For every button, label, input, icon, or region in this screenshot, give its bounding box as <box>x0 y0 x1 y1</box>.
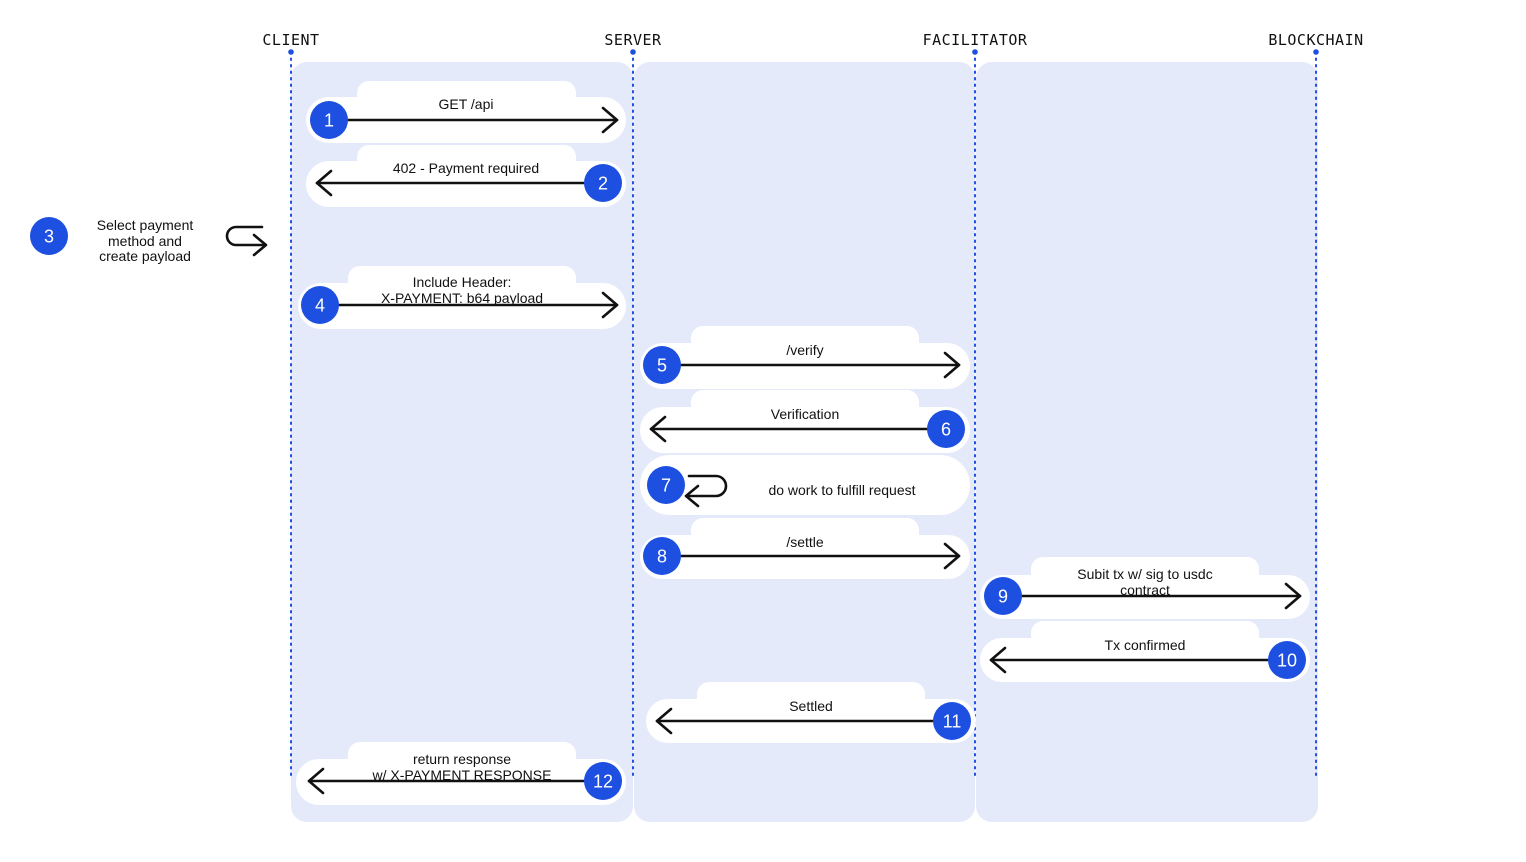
step-pill <box>23 205 281 267</box>
lane-title-server: SERVER <box>604 31 662 49</box>
step-11: 11 Settled <box>646 682 976 743</box>
step-8: 8/settle <box>640 518 970 579</box>
step-label: X-PAYMENT: b64 payload <box>381 290 543 306</box>
arrowhead <box>601 291 619 319</box>
step-number: 6 <box>941 420 951 440</box>
arrowhead <box>655 707 673 735</box>
step-badge <box>643 346 681 384</box>
step-badge <box>643 537 681 575</box>
arrowhead <box>943 351 961 379</box>
step-10: 10 Tx confirmed <box>980 621 1310 682</box>
step-badge <box>310 101 348 139</box>
step-badge <box>1268 641 1306 679</box>
step-number: 4 <box>315 296 325 316</box>
lane-background <box>291 62 633 822</box>
step-pill <box>640 455 970 515</box>
step-number: 8 <box>657 547 667 567</box>
step-number: 7 <box>661 476 671 496</box>
lane-background <box>976 62 1318 822</box>
step-label: method and <box>108 233 182 249</box>
step-label: return response <box>413 751 511 767</box>
step-5: 5/verify <box>640 326 970 389</box>
lane-title-facilitator: FACILITATOR <box>923 31 1028 49</box>
arrowhead <box>307 767 325 795</box>
lane-titles: CLIENT SERVER FACILITATOR BLOCKCHAIN <box>262 31 1363 49</box>
step-badge <box>30 217 68 255</box>
step-badge <box>647 466 685 504</box>
step-7: 7 do work to fulfill request <box>640 455 970 515</box>
arrowhead <box>601 106 619 134</box>
label-tab <box>691 518 919 556</box>
step-label: /settle <box>786 534 824 550</box>
step-badge <box>301 286 339 324</box>
step-number: 5 <box>657 356 667 376</box>
lifeline-dot <box>972 49 978 55</box>
lifeline-dot <box>288 49 294 55</box>
label-tab <box>348 266 576 304</box>
step-number: 10 <box>1277 651 1297 671</box>
step-2: 2 402 - Payment required <box>306 145 626 207</box>
step-label: /verify <box>786 342 823 358</box>
label-tab <box>1031 557 1259 595</box>
step-label: Include Header: <box>413 274 512 290</box>
step-label: Select payment <box>97 217 194 233</box>
step-number: 11 <box>943 712 962 732</box>
step-6: 6 Verification <box>640 390 970 453</box>
step-label: Tx confirmed <box>1105 637 1186 653</box>
step-label: do work to fulfill request <box>768 482 915 498</box>
label-tab <box>1031 621 1259 659</box>
step-badge <box>584 762 622 800</box>
step-label: Subit tx w/ sig to usdc <box>1077 566 1212 582</box>
step-label: Verification <box>771 406 839 422</box>
arrowhead <box>1284 582 1302 610</box>
step-label: Settled <box>789 698 833 714</box>
step-label: create payload <box>99 248 191 264</box>
label-tab <box>357 145 576 181</box>
step-badge <box>584 164 622 202</box>
step-number: 3 <box>44 227 54 247</box>
arrowhead <box>943 542 961 570</box>
step-label: contract <box>1120 582 1170 598</box>
step-label: 402 - Payment required <box>393 160 539 176</box>
arrowhead <box>684 484 700 508</box>
step-label: GET /api <box>439 96 494 112</box>
step-4: 4 Include Header:X-PAYMENT: b64 payload <box>298 266 626 329</box>
lane-title-client: CLIENT <box>262 31 319 49</box>
step-label: w/ X-PAYMENT RESPONSE <box>372 767 552 783</box>
lifeline-dot <box>630 49 636 55</box>
label-tab <box>691 390 919 428</box>
label-tab <box>697 682 925 720</box>
lane-title-blockchain: BLOCKCHAIN <box>1268 31 1363 49</box>
step-1: 1 GET /api <box>306 81 626 143</box>
steps: 1 GET /api 2 402 - Payment required 3 Select … <box>23 81 1310 805</box>
arrowhead <box>252 233 268 257</box>
lifeline-dot <box>1313 49 1319 55</box>
label-tab <box>357 81 576 117</box>
self-loop-arrow <box>225 225 266 247</box>
arrowhead <box>315 169 333 197</box>
label-tab <box>348 742 576 780</box>
step-badge <box>984 577 1022 615</box>
lifelines <box>288 49 1319 779</box>
step-number: 2 <box>598 174 608 194</box>
self-loop-arrow <box>686 474 728 498</box>
label-tab <box>691 326 919 364</box>
arrowhead <box>989 646 1007 674</box>
step-number: 9 <box>998 587 1008 607</box>
step-badge <box>933 702 971 740</box>
arrowhead <box>649 415 667 443</box>
step-number: 1 <box>324 111 334 131</box>
step-badge <box>927 410 965 448</box>
step-number: 12 <box>593 772 613 792</box>
